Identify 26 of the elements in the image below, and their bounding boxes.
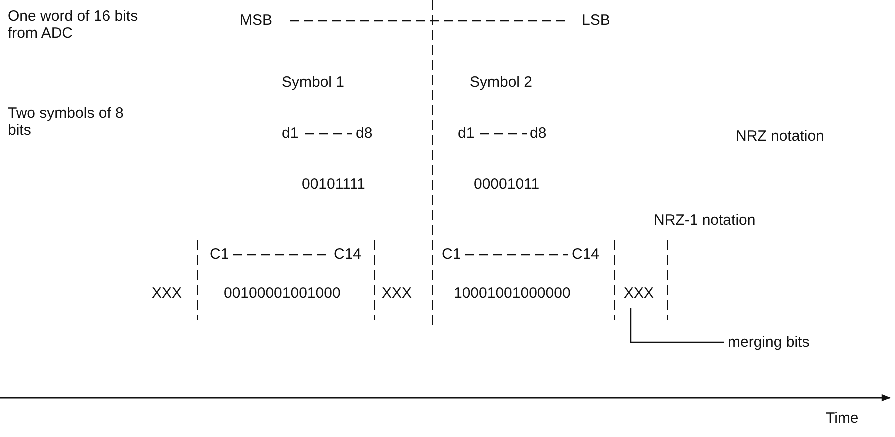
bit-sequence: XXX — [382, 285, 412, 302]
bit-label: d1 — [282, 125, 299, 142]
bit-sequence: 10001001000000 — [454, 285, 571, 302]
bit-label: C14 — [572, 246, 600, 263]
bit-sequence: 00101111 — [302, 176, 366, 193]
bit-sequence: XXX — [624, 285, 654, 302]
bit-label: d1 — [458, 125, 475, 142]
row-label: One word of 16 bits from ADC — [8, 8, 140, 42]
bit-label: C1 — [210, 246, 230, 263]
annotation-text: merging bits — [728, 334, 810, 351]
bit-sequence: XXX — [152, 285, 182, 302]
bit-label: MSB — [240, 12, 273, 29]
leader-line — [630, 308, 724, 344]
bit-sequence: 00100001001000 — [224, 285, 341, 302]
bit-sequence: 00001011 — [474, 176, 540, 193]
symbol-label: Symbol 2 — [470, 74, 533, 91]
row-label: Two symbols of 8 bits — [8, 105, 125, 139]
symbol-label: Symbol 1 — [282, 74, 345, 91]
bit-label: C14 — [334, 246, 362, 263]
bit-label: C1 — [442, 246, 462, 263]
bit-label: d8 — [356, 125, 373, 142]
axis-label: Time — [826, 410, 859, 427]
bit-label: LSB — [582, 12, 610, 29]
notation-label: NRZ notation — [736, 128, 824, 145]
bit-label: d8 — [530, 125, 547, 142]
notation-label: NRZ-1 notation — [654, 212, 756, 229]
